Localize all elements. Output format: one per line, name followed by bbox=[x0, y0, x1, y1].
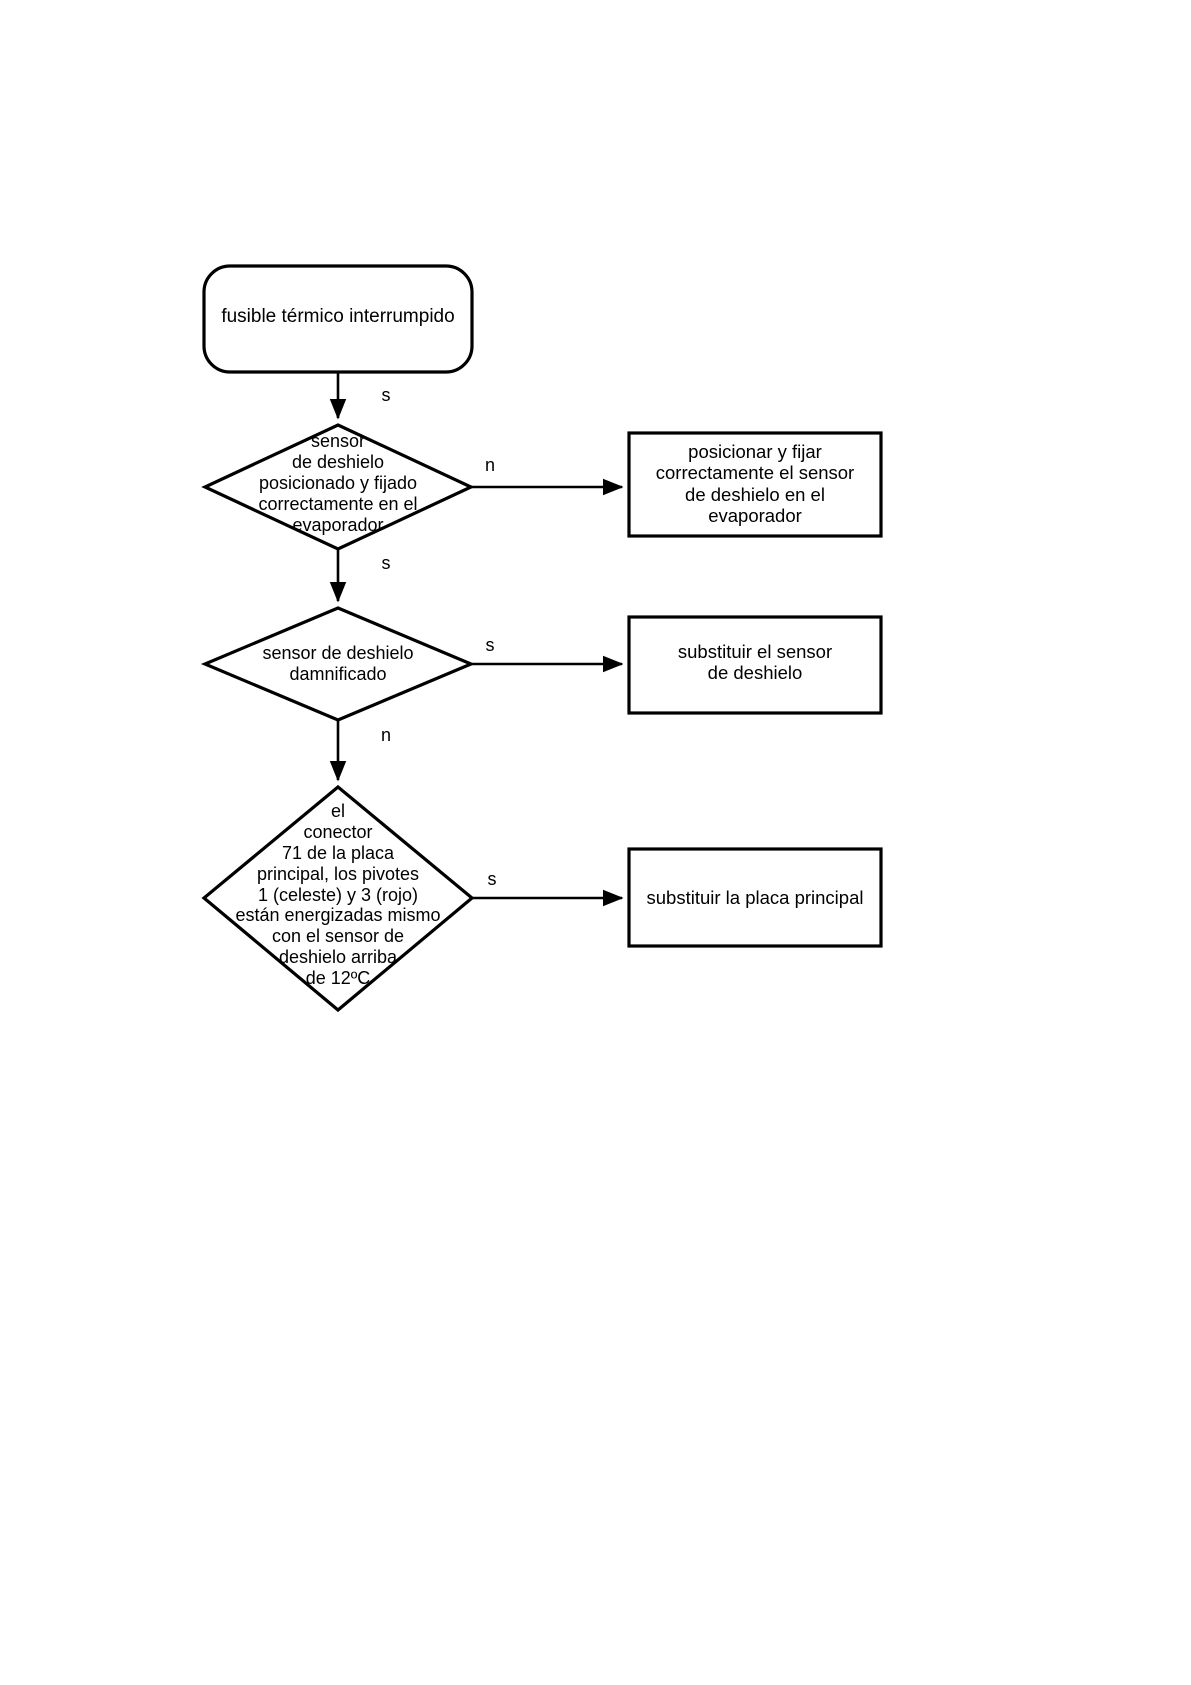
node-decision-3-shape bbox=[201, 784, 475, 1013]
edge-label-decision-2-to-action-2: s bbox=[485, 635, 495, 655]
node-action-1-shape bbox=[627, 431, 883, 538]
node-action-2-shape bbox=[627, 615, 883, 715]
edge-label-start-to-decision-1: s bbox=[381, 385, 391, 405]
edge-label-decision-3-to-action-3: s bbox=[487, 869, 497, 889]
node-action-3-shape bbox=[627, 847, 883, 948]
node-start-shape bbox=[202, 264, 474, 374]
edge-label-decision-1-to-decision-2: s bbox=[381, 553, 391, 573]
node-decision-2-shape bbox=[200, 606, 476, 722]
node-decision-1-shape bbox=[201, 423, 475, 551]
edge-label-decision-1-to-action-1: n bbox=[484, 455, 495, 475]
edge-label-decision-2-to-decision-3: n bbox=[380, 725, 391, 745]
